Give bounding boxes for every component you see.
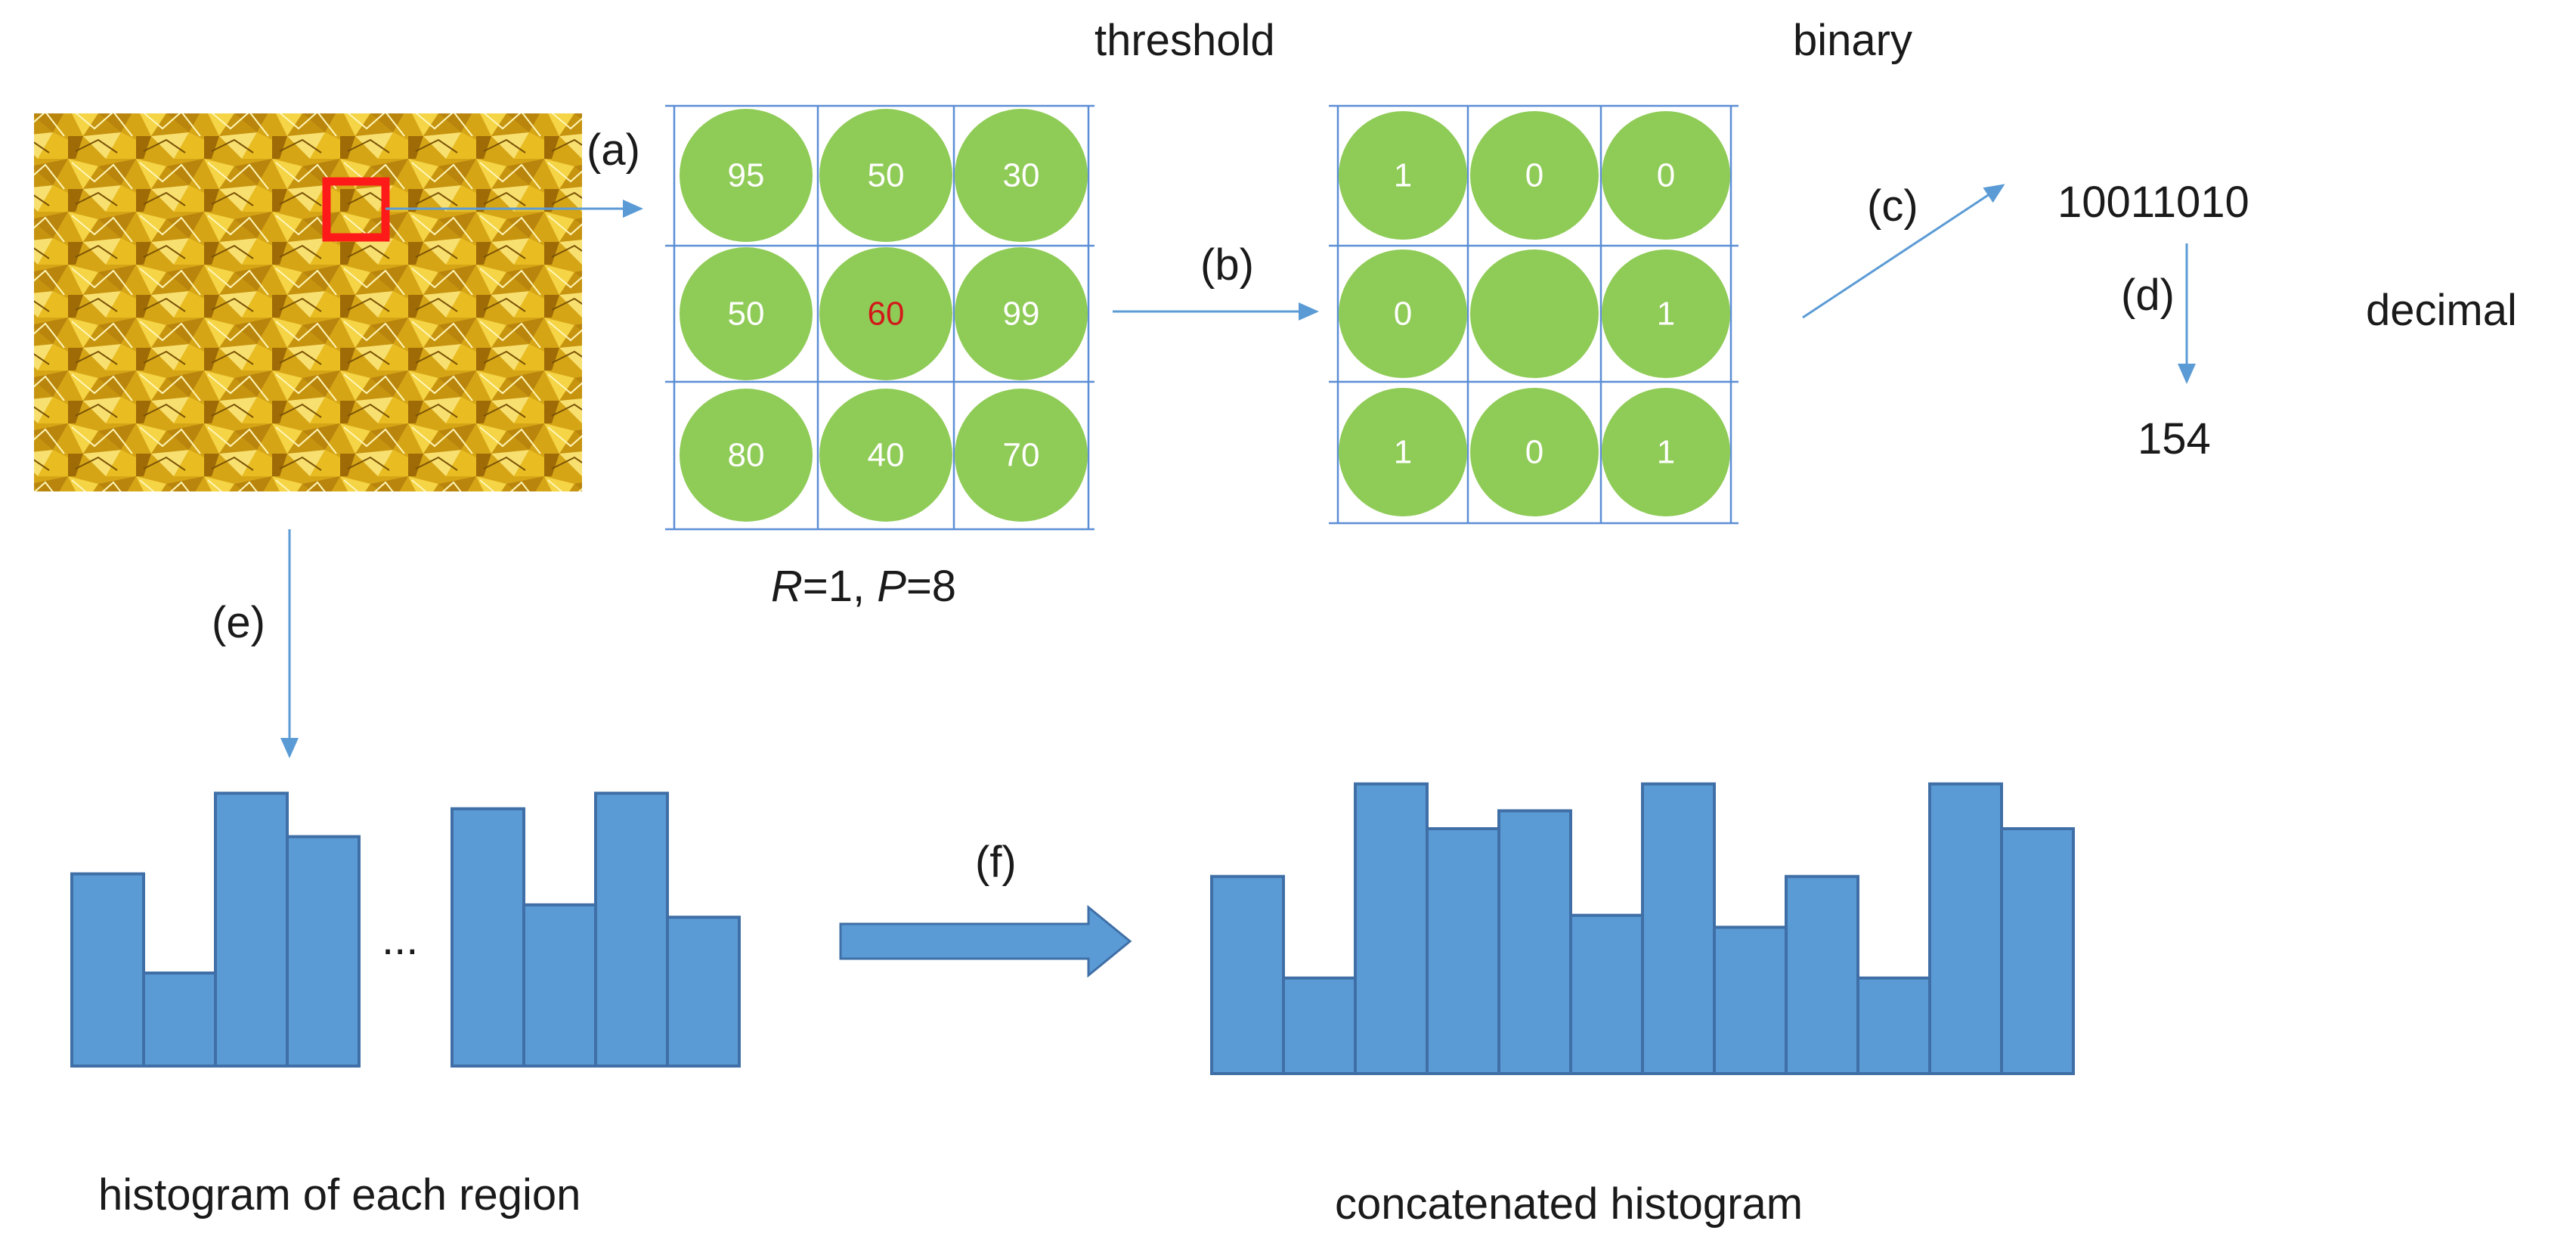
concatenated-histogram-bar [1282, 976, 1357, 1075]
threshold-circle [1339, 249, 1467, 378]
threshold-circle [1602, 388, 1730, 516]
binary-code: 10011010 [2057, 178, 2249, 227]
threshold-circle [1470, 249, 1599, 378]
neighborhood-circle [955, 109, 1088, 242]
region-histogram-bar [70, 872, 145, 1068]
threshold-bit: 0 [1525, 157, 1543, 194]
caption-region-histogram: histogram of each region [98, 1170, 581, 1220]
arrow-f [839, 904, 1132, 978]
threshold-circle [1470, 111, 1599, 240]
concatenated-histogram-bar [1856, 976, 1931, 1075]
neighbor-pixel-value: 80 [728, 437, 765, 474]
step-e-label: (e) [212, 598, 265, 647]
neighborhood-circle [819, 389, 952, 522]
concatenated-histogram-bar [1426, 827, 1500, 1075]
params-label: R=1, P=8 [771, 562, 956, 611]
concatenated-histogram-bar [2000, 827, 2075, 1075]
ellipsis: ... [382, 915, 418, 964]
threshold-bit: 1 [1394, 434, 1412, 471]
region-histogram-bar [450, 807, 525, 1068]
param-r: R [771, 562, 803, 611]
concatenated-histogram-bar [1713, 925, 1788, 1075]
neighborhood-circle [955, 389, 1088, 522]
neighborhood-circle [680, 109, 813, 242]
step-f-label: (f) [975, 838, 1017, 887]
neighbor-pixel-value: 70 [1003, 437, 1040, 474]
neighbor-pixel-value: 30 [1003, 157, 1040, 194]
texture-image [34, 113, 582, 491]
region-histogram-bar [142, 972, 217, 1068]
arrow-c [1802, 184, 2005, 319]
step-d-label: (d) [2121, 271, 2175, 320]
threshold-circle [1339, 111, 1467, 240]
threshold-bit: 1 [1657, 296, 1675, 333]
neighbor-pixel-value: 50 [868, 157, 905, 194]
region-histogram-bar [666, 916, 741, 1068]
concatenated-histogram-bar [1928, 782, 2003, 1075]
neighborhood-circle [680, 389, 813, 522]
binary-label: binary [1793, 16, 1912, 65]
region-histogram-bar [594, 792, 669, 1068]
concatenated-histogram-bar [1354, 782, 1429, 1075]
concatenated-histogram-bar [1785, 875, 1859, 1076]
region-histogram-bar [214, 792, 289, 1068]
threshold-bit: 1 [1657, 434, 1675, 471]
neighborhood-circle [955, 247, 1088, 380]
neighbor-pixel-value: 99 [1003, 296, 1040, 333]
param-r-value: =1, [803, 562, 877, 611]
concatenated-histogram-bar [1497, 809, 1572, 1076]
neighborhood-circle [680, 247, 813, 380]
threshold-bit: 0 [1525, 434, 1543, 471]
concatenated-histogram [1210, 782, 2075, 1076]
threshold-label: threshold [1094, 16, 1275, 65]
step-b-label: (b) [1200, 240, 1254, 290]
concatenated-histogram-bar [1641, 782, 1716, 1075]
threshold-bit: 0 [1657, 157, 1675, 194]
caption-concatenated-histogram: concatenated histogram [1335, 1179, 1803, 1229]
threshold-circle [1470, 388, 1599, 516]
threshold-circle [1339, 388, 1467, 516]
threshold-circle [1602, 249, 1730, 378]
param-p: P [877, 562, 906, 611]
region-histograms [70, 792, 741, 1068]
param-p-value: =8 [906, 562, 956, 611]
neighbor-pixel-value: 40 [868, 437, 905, 474]
step-c-label: (c) [1867, 181, 1918, 231]
decimal-label: decimal [2366, 286, 2517, 335]
neighborhood-circle [819, 109, 952, 242]
decimal-value: 154 [2138, 414, 2211, 463]
neighbor-pixel-value: 95 [728, 157, 765, 194]
threshold-bit: 1 [1394, 157, 1412, 194]
region-histogram-bar [286, 835, 361, 1068]
region-histogram-bar [522, 903, 597, 1068]
step-a-label: (a) [587, 126, 640, 175]
threshold-circle [1602, 111, 1730, 240]
threshold-bit: 0 [1394, 296, 1412, 333]
neighborhood-circle [819, 247, 952, 380]
neighbor-pixel-value: 50 [728, 296, 765, 333]
concatenated-histogram-bar [1569, 913, 1644, 1076]
threshold-grid: 1 0 0 0 1 1 0 1 [1329, 104, 1738, 525]
neighborhood-grid: 95 50 30 50 60 99 80 40 70 [665, 104, 1094, 531]
center-pixel-value: 60 [868, 296, 905, 333]
concatenated-histogram-bar [1210, 875, 1285, 1076]
